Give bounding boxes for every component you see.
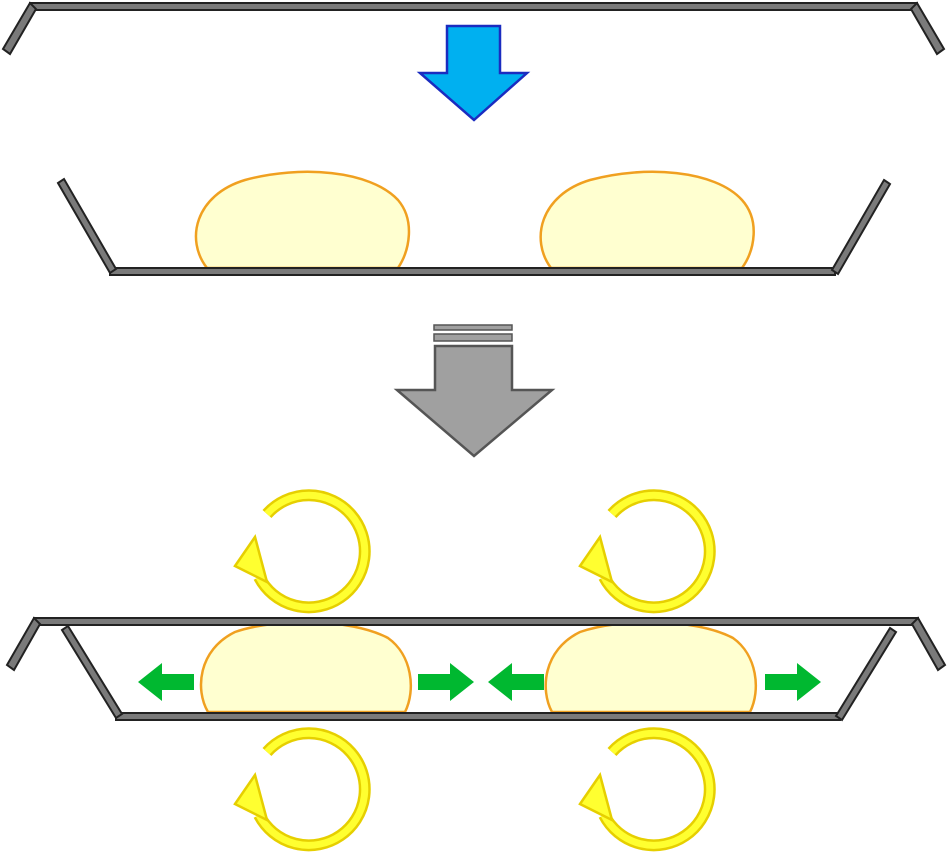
pan-bottom <box>109 267 836 276</box>
pan2-bottom <box>115 712 841 721</box>
top-lid <box>1 1 946 56</box>
top-lid-left-edge <box>1 1 38 56</box>
pan-top <box>56 170 892 276</box>
rotation-arrow-icon <box>578 727 716 852</box>
pan-left-wall <box>56 177 118 275</box>
bottom-lid-bar <box>33 617 919 626</box>
top-lid-bar <box>29 2 918 11</box>
pan2-left-wall <box>60 624 124 720</box>
dough-right-pressed <box>544 620 757 714</box>
pan-right-wall <box>830 178 892 276</box>
rotation-arrow-icon <box>233 727 371 852</box>
dough-left <box>194 170 411 270</box>
spread-arrow-icon <box>765 663 821 701</box>
top-lid-right-edge <box>909 1 946 56</box>
pan2-right-wall <box>834 626 898 722</box>
dough-left-pressed <box>199 620 412 714</box>
bottom-lid-right-edge <box>910 616 947 672</box>
spread-arrow-icon <box>488 663 544 701</box>
bottom-lid-left-edge <box>5 616 42 672</box>
spread-arrow-icon <box>418 663 474 701</box>
spread-arrow-icon <box>138 663 194 701</box>
press-arrow-icon <box>393 324 556 458</box>
dough-right <box>539 170 755 270</box>
pan-bottom-assembly <box>5 616 947 722</box>
down-arrow-icon <box>416 24 531 122</box>
rotation-arrow-icon <box>578 489 716 614</box>
rotation-arrow-icon <box>233 489 371 614</box>
